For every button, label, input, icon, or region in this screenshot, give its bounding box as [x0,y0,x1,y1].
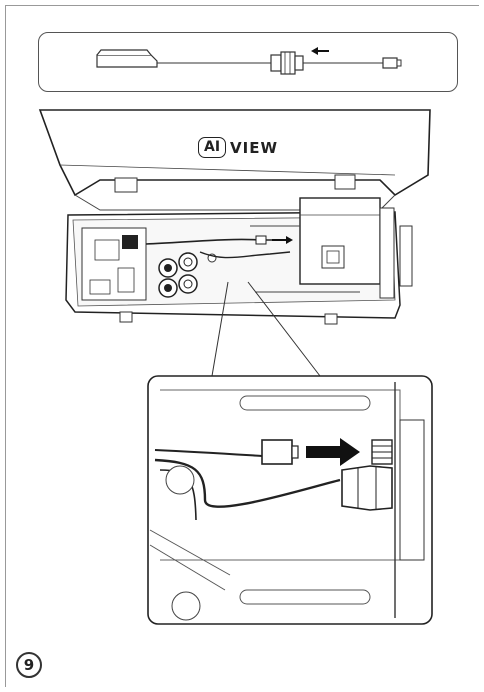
step-number-badge: 9 [16,652,42,678]
brand-logo-prefix: AI [198,137,227,158]
brand-logo: AI VIEW [198,137,278,158]
cable-gland-panel [38,32,458,92]
cable-gland-illustration [96,47,402,75]
arrow-right-icon [272,236,293,244]
brand-logo-suffix: VIEW [230,138,279,157]
arrow-left-icon [311,47,329,55]
page-frame [5,5,479,687]
